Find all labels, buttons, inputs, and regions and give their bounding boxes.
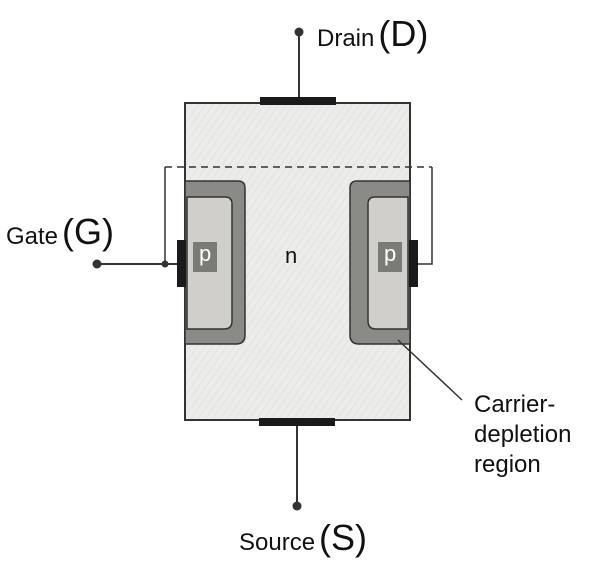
right-gate-electrode <box>409 240 418 287</box>
gate-wire-right <box>418 167 433 265</box>
drain-label-symbol: (D) <box>378 13 429 54</box>
depletion-leader-line <box>397 339 463 401</box>
source-label-word: Source <box>239 529 316 556</box>
source-label-symbol: (S) <box>319 517 368 558</box>
right-p-label-bg <box>378 242 402 272</box>
left-p-label: p <box>199 241 212 266</box>
gate-wire-left <box>164 167 177 265</box>
source-terminal-dot <box>292 501 302 511</box>
source-electrode <box>259 418 335 426</box>
right-p-label: p <box>384 241 397 266</box>
gate-label-symbol: (G) <box>62 211 115 252</box>
gate-label-word: Gate <box>6 223 59 250</box>
gate-junction-dot <box>161 260 169 268</box>
depletion-label-line-1: Carrier- <box>474 391 556 418</box>
source-label: Source(S) <box>239 520 367 556</box>
depletion-label-line-3: region <box>474 451 541 478</box>
gate-label: Gate(G) <box>6 214 114 250</box>
drain-label: Drain(D) <box>317 16 428 52</box>
left-p-label-bg <box>193 242 217 272</box>
left-gate-electrode <box>177 240 186 287</box>
drain-terminal-dot <box>294 27 304 37</box>
depletion-region-label: Carrier- depletion region <box>474 390 571 480</box>
drain-electrode <box>260 97 336 105</box>
gate-terminal-dot <box>92 259 102 269</box>
drain-label-word: Drain <box>317 25 375 52</box>
n-channel-label: n <box>285 243 298 268</box>
depletion-label-line-2: depletion <box>474 421 572 448</box>
